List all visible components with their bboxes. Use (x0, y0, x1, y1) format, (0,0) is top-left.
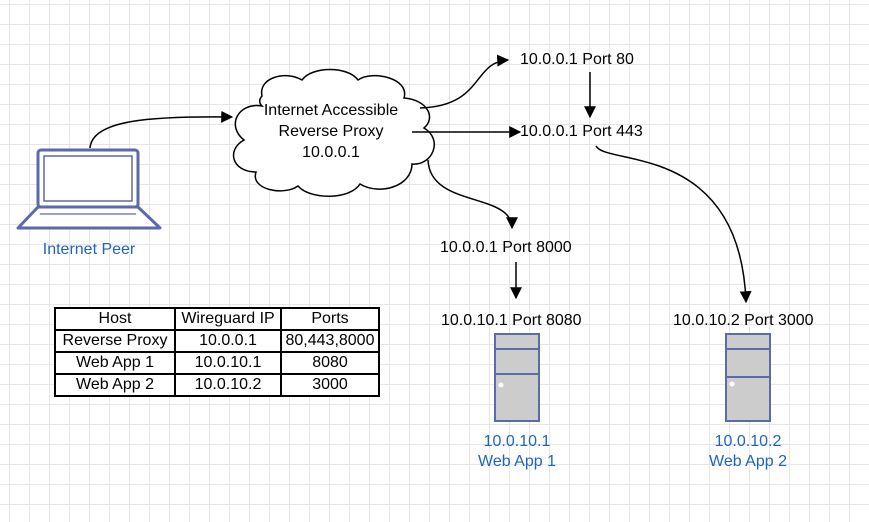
table-cell: 8080 (280, 351, 380, 375)
connector-peer-to-proxy (89, 110, 234, 149)
header-ports: Ports (280, 307, 380, 331)
table-header-row: Host Wireguard IP Ports (54, 307, 380, 331)
table-row: Web App 2 10.0.10.2 3000 (54, 373, 380, 397)
server-icon (725, 333, 771, 422)
table-row: Reverse Proxy 10.0.0.1 80,443,8000 (54, 329, 380, 353)
table-cell: Web App 2 (54, 373, 176, 397)
port-8000-label: 10.0.0.1 Port 8000 (440, 239, 572, 256)
hosts-table: Host Wireguard IP Ports Reverse Proxy 10… (54, 307, 380, 397)
server-2-name-label: Web App 2 (709, 453, 787, 470)
port-443-label: 10.0.0.1 Port 443 (520, 123, 643, 140)
table-cell: 10.0.10.1 (174, 351, 282, 375)
table-row: Web App 1 10.0.10.1 8080 (54, 351, 380, 375)
header-host: Host (54, 307, 176, 331)
connector-proxy-to-port8000 (427, 159, 518, 230)
laptop-icon (16, 148, 162, 230)
table-cell: 10.0.10.2 (174, 373, 282, 397)
port-80-label: 10.0.0.1 Port 80 (520, 51, 634, 68)
connector-port443-to-port3000 (595, 145, 752, 304)
header-wireguard-ip: Wireguard IP (174, 307, 282, 331)
table-cell: 3000 (280, 373, 380, 397)
server-1-name-label: Web App 1 (478, 453, 556, 470)
connector-proxy-to-port80 (419, 54, 510, 109)
table-cell: 80,443,8000 (280, 329, 380, 353)
proxy-ip: 10.0.0.1 (302, 144, 360, 161)
proxy-line1: Internet Accessible (263, 102, 399, 119)
port-8080-label: 10.0.10.1 Port 8080 (441, 312, 582, 329)
table-cell: Web App 1 (54, 351, 176, 375)
port-3000-label: 10.0.10.2 Port 3000 (673, 312, 814, 329)
peer-label: Internet Peer (42, 241, 136, 258)
table-cell: Reverse Proxy (54, 329, 176, 353)
server-2-ip-label: 10.0.10.2 (714, 433, 782, 450)
table-cell: 10.0.0.1 (174, 329, 282, 353)
server-1-ip-label: 10.0.10.1 (483, 433, 551, 450)
proxy-label: Internet Accessible Reverse Proxy 10.0.0… (238, 100, 424, 163)
server-icon (494, 333, 540, 422)
proxy-line2: Reverse Proxy (278, 123, 384, 140)
cloud-shape (232, 68, 435, 197)
